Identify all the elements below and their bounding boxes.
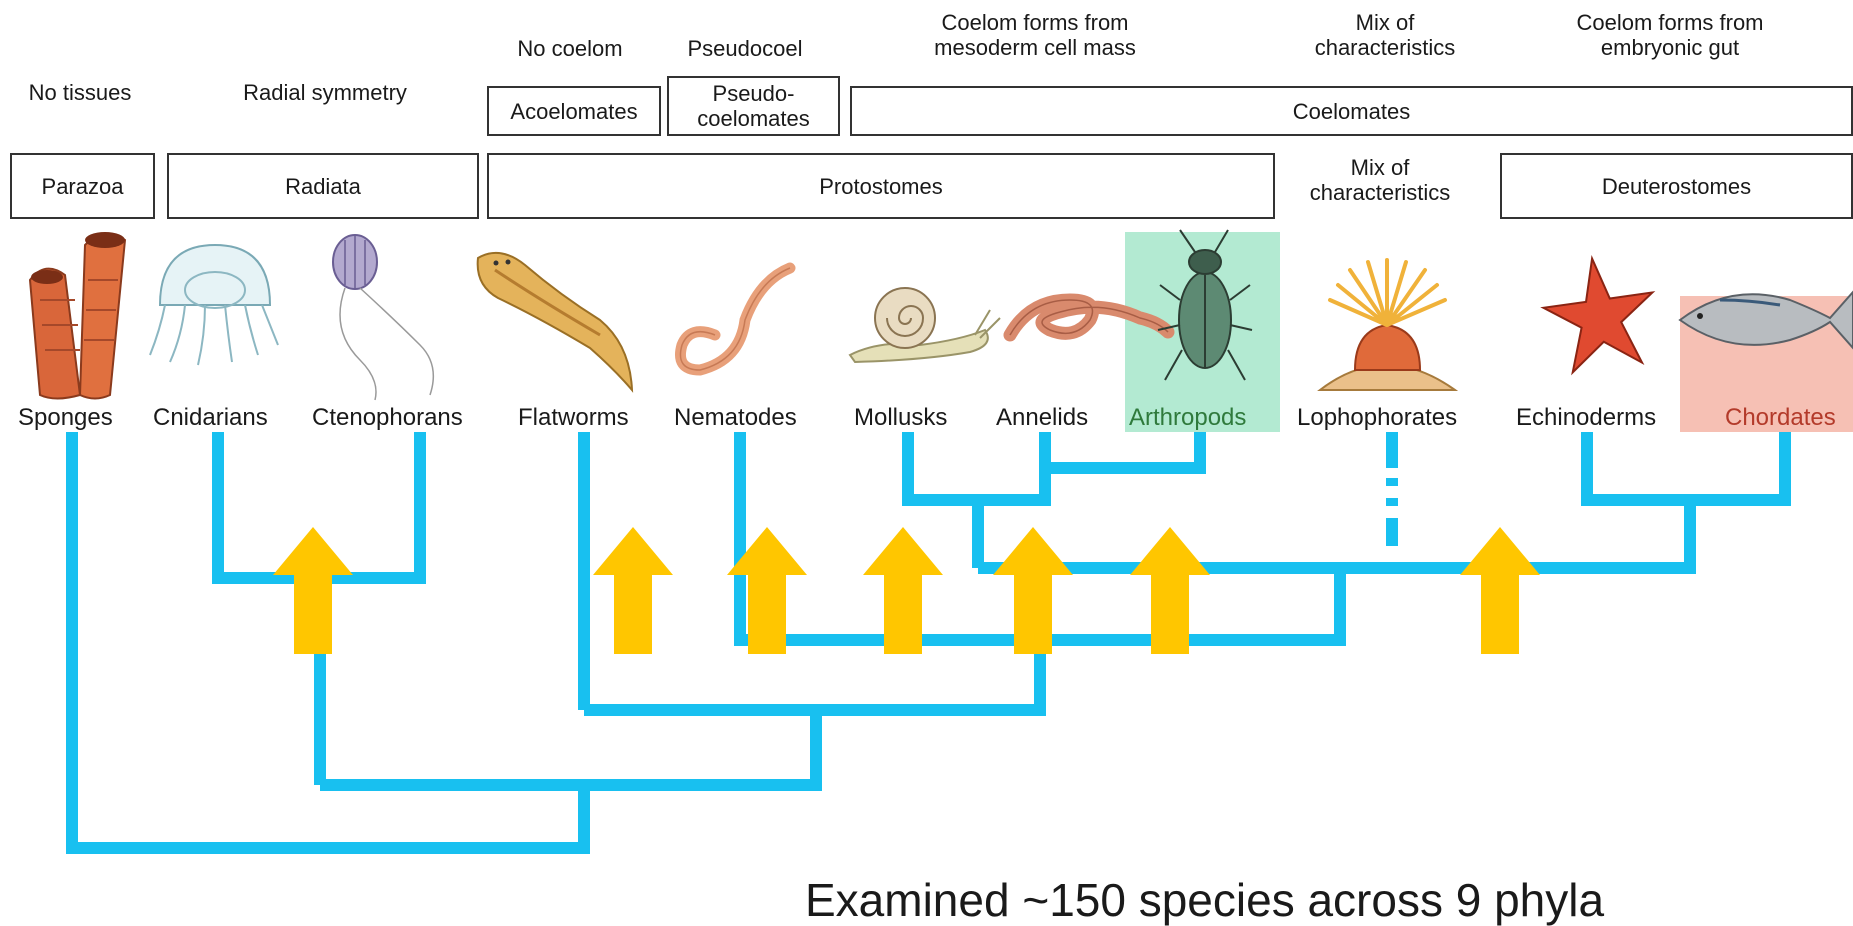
arrows-clean-layer xyxy=(0,0,1853,901)
arrow-up-icon xyxy=(863,527,943,654)
arrow-up-icon xyxy=(993,527,1073,654)
arrow-up-icon xyxy=(273,527,353,654)
arrow-up-icon xyxy=(1130,527,1210,654)
arrow-up-icon xyxy=(727,527,807,654)
caption-text: Examined ~150 species across 9 phyla xyxy=(805,875,1604,925)
arrow-up-icon xyxy=(593,527,673,654)
arrow-up-icon xyxy=(1460,527,1540,654)
